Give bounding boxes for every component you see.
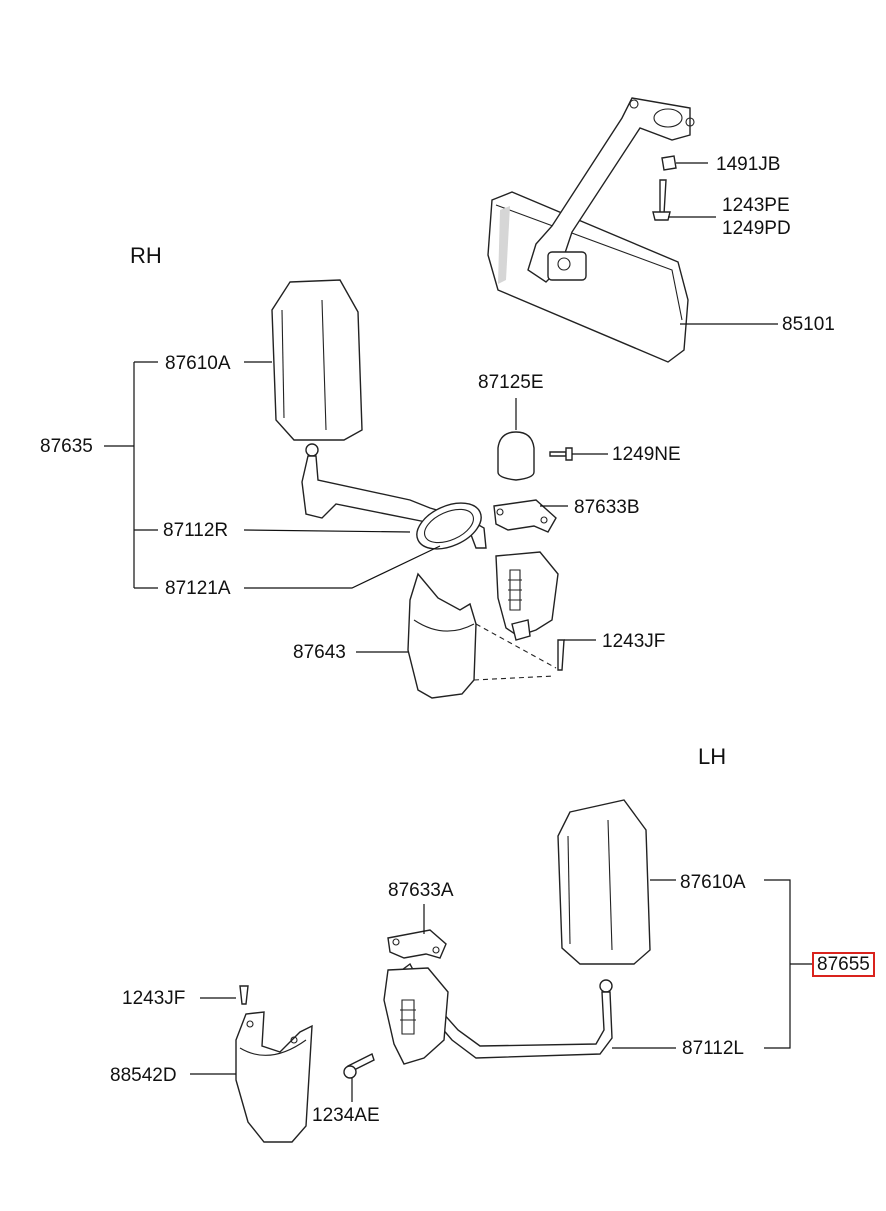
part-label-87125E[interactable]: 87125E — [478, 372, 544, 393]
part-label-87121A[interactable]: 87121A — [165, 578, 231, 599]
part-label-87655-highlighted[interactable]: 87655 — [812, 952, 875, 977]
inside-mirror-assembly — [487, 97, 695, 363]
rh-cap-87125E — [497, 431, 535, 481]
rh-mirror-head-87610A — [271, 279, 363, 441]
part-label-1243JF-lh[interactable]: 1243JF — [122, 988, 186, 1009]
part-label-87610A-lh[interactable]: 87610A — [680, 872, 746, 893]
lh-bracket-87633A — [387, 929, 447, 959]
part-label-1243PE[interactable]: 1243PE — [722, 195, 790, 216]
part-label-1243JF-rh[interactable]: 1243JF — [602, 631, 666, 652]
part-label-87643[interactable]: 87643 — [293, 642, 346, 663]
lh-mirror-assembly — [235, 799, 651, 1143]
part-label-88542D[interactable]: 88542D — [110, 1065, 177, 1086]
part-label-87610A-rh[interactable]: 87610A — [165, 353, 231, 374]
part-label-87633A[interactable]: 87633A — [388, 880, 454, 901]
part-label-1491JB[interactable]: 1491JB — [716, 154, 781, 175]
screw-1491JB — [661, 155, 677, 171]
rh-bracket-87633B — [493, 499, 557, 533]
part-label-1249NE[interactable]: 1249NE — [612, 444, 681, 465]
section-label-rh: RH — [130, 243, 162, 268]
rh-base-bracket — [495, 551, 559, 637]
rh-screw-1249NE — [549, 451, 567, 457]
lh-base-bracket — [383, 967, 449, 1065]
rh-spot-mirror-87121A — [416, 502, 482, 550]
lh-mirror-head-87610A — [557, 799, 651, 965]
lh-cover-88542D — [235, 1011, 313, 1143]
section-label-lh: LH — [698, 744, 727, 769]
rh-cover-87643 — [407, 572, 477, 699]
rh-mirror-assembly — [271, 279, 573, 699]
part-label-87112L[interactable]: 87112L — [682, 1038, 744, 1059]
part-label-87635[interactable]: 87635 — [40, 436, 93, 457]
part-label-85101[interactable]: 85101 — [782, 314, 835, 335]
screw-1243PE — [659, 179, 667, 215]
part-label-1234AE[interactable]: 1234AE — [312, 1105, 380, 1126]
part-label-1249PD[interactable]: 1249PD — [722, 218, 791, 239]
rh-screw-1243JF — [557, 639, 565, 671]
part-label-87112R[interactable]: 87112R — [163, 520, 229, 541]
part-label-87633B[interactable]: 87633B — [574, 497, 640, 518]
lh-screw-1243JF — [239, 985, 249, 1005]
